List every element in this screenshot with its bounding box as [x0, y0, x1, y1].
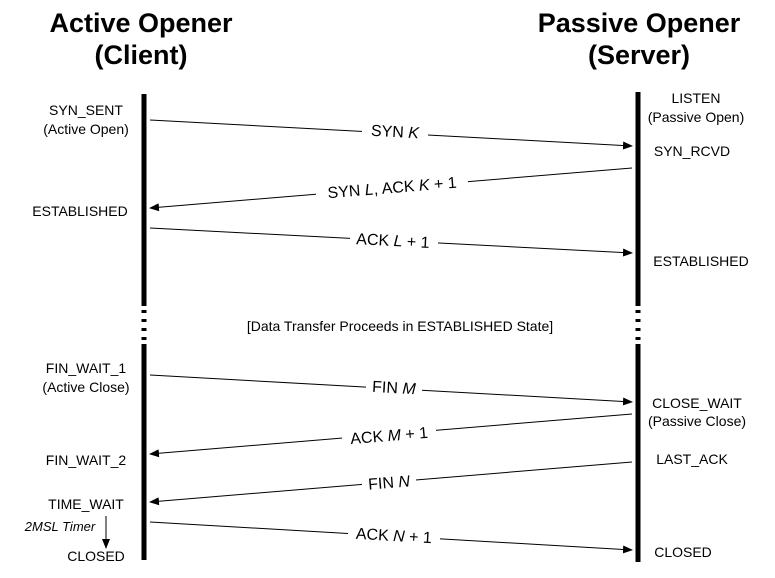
server-state-established: ESTABLISHED [653, 253, 748, 269]
server-state-last-ack: LAST_ACK [656, 451, 728, 467]
client-state-closed: CLOSED [67, 548, 125, 564]
server-state-close-wait: CLOSE_WAIT [652, 395, 742, 411]
client-state-time-wait: TIME_WAIT [48, 496, 124, 512]
message-syn-l-prefix: SYN [327, 182, 366, 202]
data-transfer-note: [Data Transfer Proceeds in ESTABLISHED S… [247, 318, 553, 334]
message-syn-k-prefix: SYN [370, 123, 408, 142]
client-state-active-open: (Active Open) [43, 121, 129, 137]
message-fin-n-var: N [398, 473, 411, 491]
client-state-fin-wait-2: FIN_WAIT_2 [46, 452, 127, 468]
server-state-passive-open: (Passive Open) [648, 109, 744, 125]
message-fin-m: FIN M [149, 374, 633, 406]
message-fin-m-var: M [402, 380, 417, 398]
message-ack-l: ACK L + 1 [149, 227, 633, 257]
message-ack-n: ACK N + 1 [149, 521, 633, 554]
message-ack-l-suffix: + 1 [402, 234, 430, 252]
client-state-established: ESTABLISHED [32, 203, 127, 219]
message-fin-n-prefix: FIN [368, 474, 400, 493]
message-ack-n-prefix: ACK [355, 526, 393, 545]
message-ack-m-var: M [387, 427, 402, 445]
client-state-active-close: (Active Close) [42, 379, 129, 395]
server-state-passive-close: (Passive Close) [648, 413, 746, 429]
message-syn-l-ack-k: SYN L, ACK K + 1 [149, 167, 633, 212]
message-fin-m-prefix: FIN [372, 379, 403, 398]
message-ack-l-prefix: ACK [356, 231, 394, 250]
message-syn-l-var2: K [418, 177, 431, 195]
server-state-syn-rcvd: SYN_RCVD [654, 143, 730, 159]
svg-text:ACK M + 1: ACK M + 1 [350, 425, 429, 448]
message-ack-m-suffix: + 1 [400, 425, 429, 444]
svg-text:SYN K: SYN K [370, 123, 420, 143]
client-state-fin-wait-1: FIN_WAIT_1 [46, 360, 127, 376]
message-ack-m: ACK M + 1 [149, 413, 633, 458]
message-syn-k-var: K [408, 125, 421, 143]
server-title-line2: (Server) [588, 40, 690, 70]
svg-text:FIN N: FIN N [368, 473, 411, 493]
message-ack-l-var: L [393, 233, 403, 250]
client-state-syn-sent: SYN_SENT [49, 102, 123, 118]
message-ack-n-var: N [393, 528, 406, 546]
message-syn-l-var: L [364, 182, 374, 200]
message-syn-l-suffix2: + 1 [429, 175, 458, 194]
svg-text:ACK L + 1: ACK L + 1 [356, 231, 430, 252]
svg-text:FIN M: FIN M [372, 379, 417, 398]
message-fin-n: FIN N [149, 461, 633, 506]
server-title-line1: Passive Opener [538, 8, 741, 38]
svg-text:SYN L, ACK K + 1: SYN L, ACK K + 1 [327, 175, 457, 203]
svg-text:ACK N + 1: ACK N + 1 [355, 526, 432, 547]
client-title-line1: Active Opener [49, 8, 233, 38]
timer-label: 2MSL Timer [24, 519, 96, 534]
message-syn-l-suffix: , ACK [373, 178, 420, 199]
message-syn-k: SYN K [149, 119, 633, 150]
server-state-closed: CLOSED [654, 544, 712, 560]
client-title-line2: (Client) [95, 40, 188, 70]
message-ack-n-suffix: + 1 [404, 529, 432, 548]
message-ack-m-prefix: ACK [350, 428, 389, 448]
server-state-listen: LISTEN [671, 90, 720, 106]
